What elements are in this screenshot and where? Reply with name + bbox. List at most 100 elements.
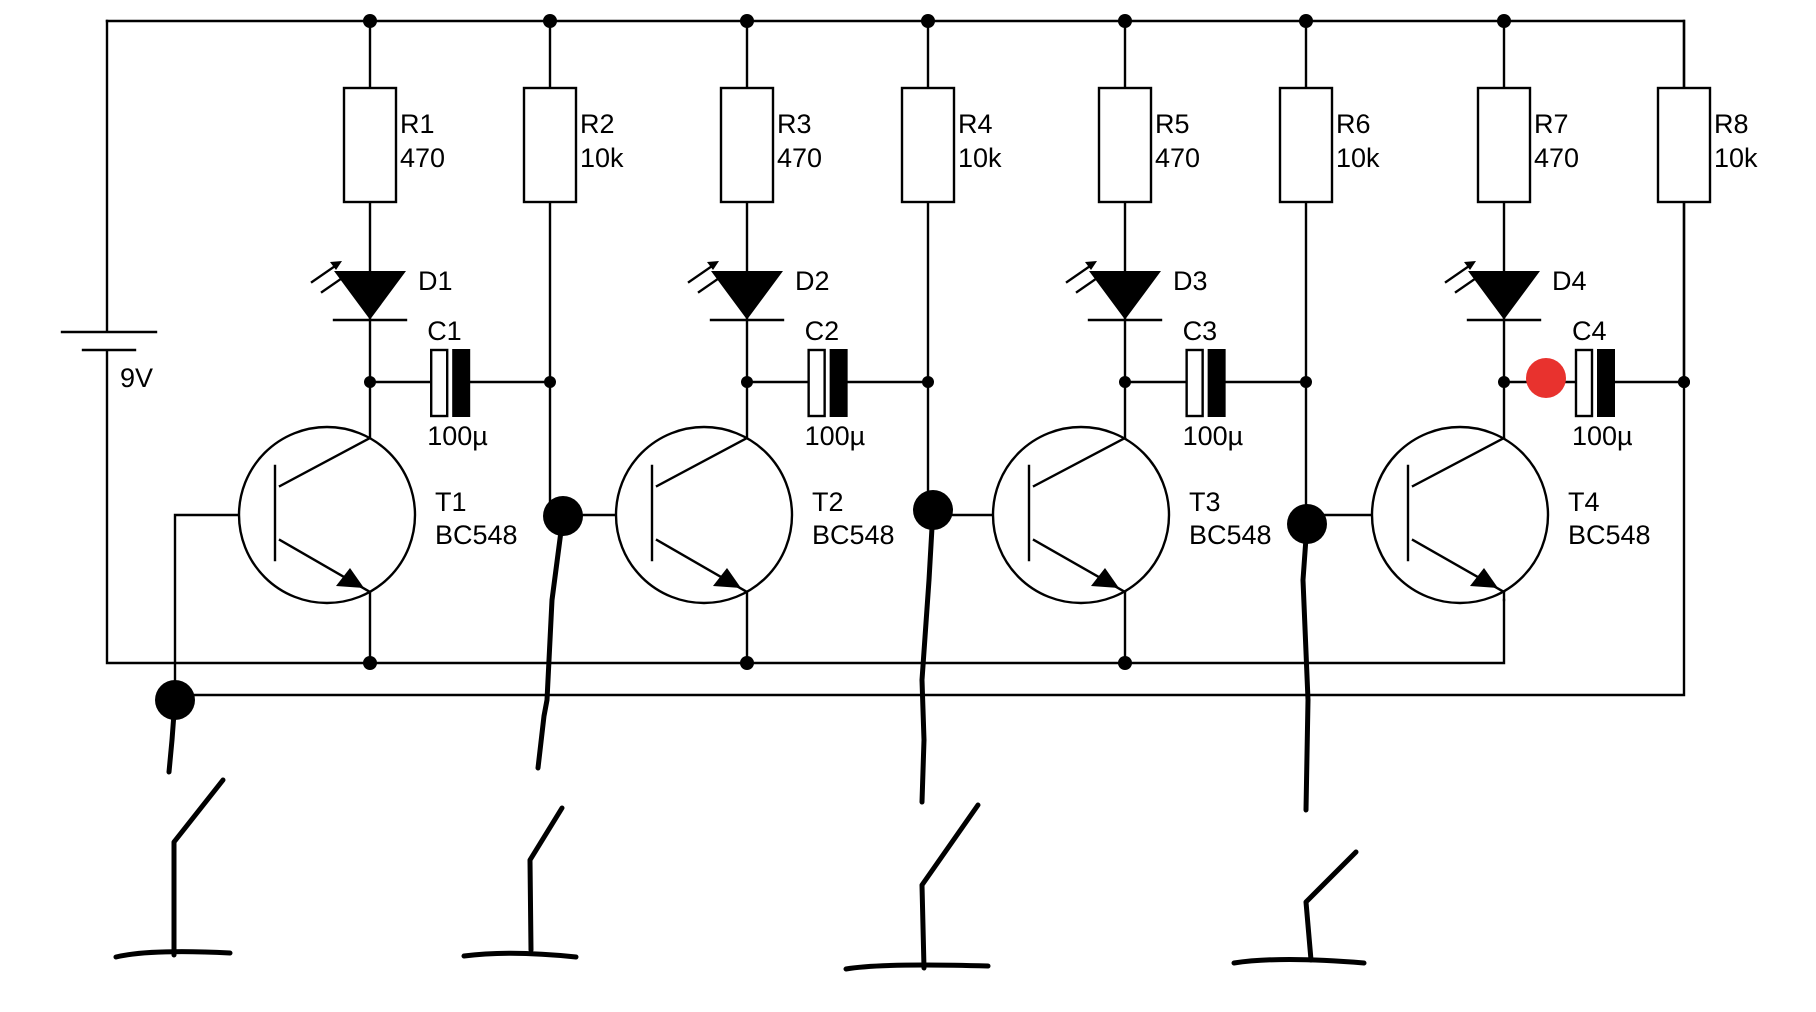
resistor-value: 10k	[958, 143, 1002, 173]
capacitor-value: 100µ	[1572, 421, 1633, 451]
led-name: D3	[1173, 266, 1208, 296]
top-rail-junction	[1299, 14, 1313, 28]
led-name: D1	[418, 266, 453, 296]
transistor-collector-lead	[655, 436, 749, 488]
resistor-r3	[719, 86, 775, 204]
hand-drawn-switch-stroke	[1231, 957, 1367, 966]
top-rail-junction	[1118, 14, 1132, 28]
led-d4-icon	[1468, 271, 1540, 320]
resistor-value: 470	[1155, 143, 1200, 173]
resistor-r4	[900, 86, 956, 204]
led-d2-icon	[711, 271, 783, 320]
transistor-name: T3	[1189, 487, 1221, 517]
capacitor-c3-minus	[1207, 349, 1226, 417]
led-light-arrow	[697, 272, 727, 294]
hand-drawn-switch-stroke	[1300, 521, 1311, 813]
led-light-arrow	[1065, 262, 1095, 284]
battery-label: 9V	[120, 363, 153, 393]
hand-drawn-switches	[113, 507, 1367, 972]
base-resistor-junction	[544, 376, 556, 388]
capacitor-value: 100µ	[805, 421, 866, 451]
led-light-arrowhead	[1095, 271, 1107, 280]
transistor-part: BC548	[1189, 520, 1272, 550]
resistor-value: 470	[1534, 143, 1579, 173]
resistor-name: R5	[1155, 109, 1190, 139]
collector-junction	[364, 376, 376, 388]
led-d1-icon	[334, 271, 406, 320]
led-light-arrowhead	[1464, 261, 1476, 270]
transistor-name: T1	[435, 487, 467, 517]
resistor-r6	[1278, 86, 1334, 204]
resistor-name: R3	[777, 109, 812, 139]
capacitor-c4-plus	[1574, 348, 1594, 418]
transistor-collector-lead	[1411, 436, 1506, 488]
led-light-arrow	[687, 262, 717, 284]
led-light-arrowhead	[330, 261, 342, 270]
transistor-part: BC548	[812, 520, 895, 550]
top-rail-junction	[543, 14, 557, 28]
ground-junction	[740, 656, 754, 670]
resistor-r1	[342, 86, 398, 204]
transistor-emitter-arrow	[713, 568, 741, 588]
resistor-name: R1	[400, 109, 435, 139]
collector-junction	[1498, 376, 1510, 388]
transistor-t4	[1370, 425, 1550, 605]
transistor-part: BC548	[435, 520, 518, 550]
resistor-value: 470	[777, 143, 822, 173]
hand-drawn-switch-stroke	[1303, 849, 1359, 963]
transistor-part: BC548	[1568, 520, 1651, 550]
transistor-t2	[614, 425, 794, 605]
capacitor-name: C3	[1183, 316, 1218, 346]
transistor-emitter-arrow	[1470, 568, 1498, 588]
capacitor-value: 100µ	[427, 421, 488, 451]
led-light-arrow	[1454, 272, 1484, 294]
resistor-name: R4	[958, 109, 993, 139]
led-light-arrowhead	[340, 271, 352, 280]
hand-drawn-switch-stroke	[113, 949, 233, 960]
resistor-name: R8	[1714, 109, 1749, 139]
capacitor-c4-minus	[1597, 349, 1615, 417]
capacitor-c1-minus	[452, 349, 471, 417]
resistor-value: 10k	[1714, 143, 1758, 173]
resistor-name: R2	[580, 109, 615, 139]
labels: 9VR1470D1R210kC1100µT1BC548R3470D2R410kC…	[120, 109, 1758, 550]
led-light-arrowhead	[707, 261, 719, 270]
resistor-r7	[1476, 86, 1532, 204]
transistor-name: T2	[812, 487, 844, 517]
resistor-value: 10k	[580, 143, 624, 173]
capacitor-name: C1	[427, 316, 462, 346]
base-resistor-junction	[922, 376, 934, 388]
capacitor-c1-plus	[430, 348, 449, 418]
ground-junction	[1118, 656, 1132, 670]
top-rail-junction	[921, 14, 935, 28]
transistor-emitter-arrow	[1091, 568, 1119, 588]
led-d3-icon	[1089, 271, 1161, 320]
resistor-name: R7	[1534, 109, 1569, 139]
hand-drawn-switch-stroke	[919, 802, 981, 971]
led-light-arrow	[310, 262, 340, 284]
ground-junction	[363, 656, 377, 670]
ground-rail	[105, 350, 1506, 665]
capacitor-c2-minus	[829, 349, 848, 417]
collector-junction	[1119, 376, 1131, 388]
r8-capacitor-junction	[1678, 376, 1690, 388]
resistor-r2	[522, 86, 578, 204]
components	[60, 86, 1712, 605]
hand-drawn-switch-stroke	[919, 507, 936, 805]
highlight-dot	[1526, 358, 1566, 398]
resistor-value: 10k	[1336, 143, 1380, 173]
hand-drawn-switch-stroke	[527, 805, 565, 953]
led-light-arrow	[1444, 262, 1474, 284]
capacitor-name: C4	[1572, 316, 1607, 346]
resistor-r8	[1656, 86, 1712, 204]
hand-drawn-switch-stroke	[166, 697, 178, 775]
top-rail-junction	[363, 14, 377, 28]
led-name: D4	[1552, 266, 1587, 296]
transistor-name: T4	[1568, 487, 1600, 517]
transistor-collector-lead	[278, 436, 372, 488]
resistor-name: R6	[1336, 109, 1371, 139]
top-rail-junction	[1497, 14, 1511, 28]
led-light-arrow	[320, 272, 350, 294]
hand-drawn-switch-stroke	[171, 777, 226, 958]
